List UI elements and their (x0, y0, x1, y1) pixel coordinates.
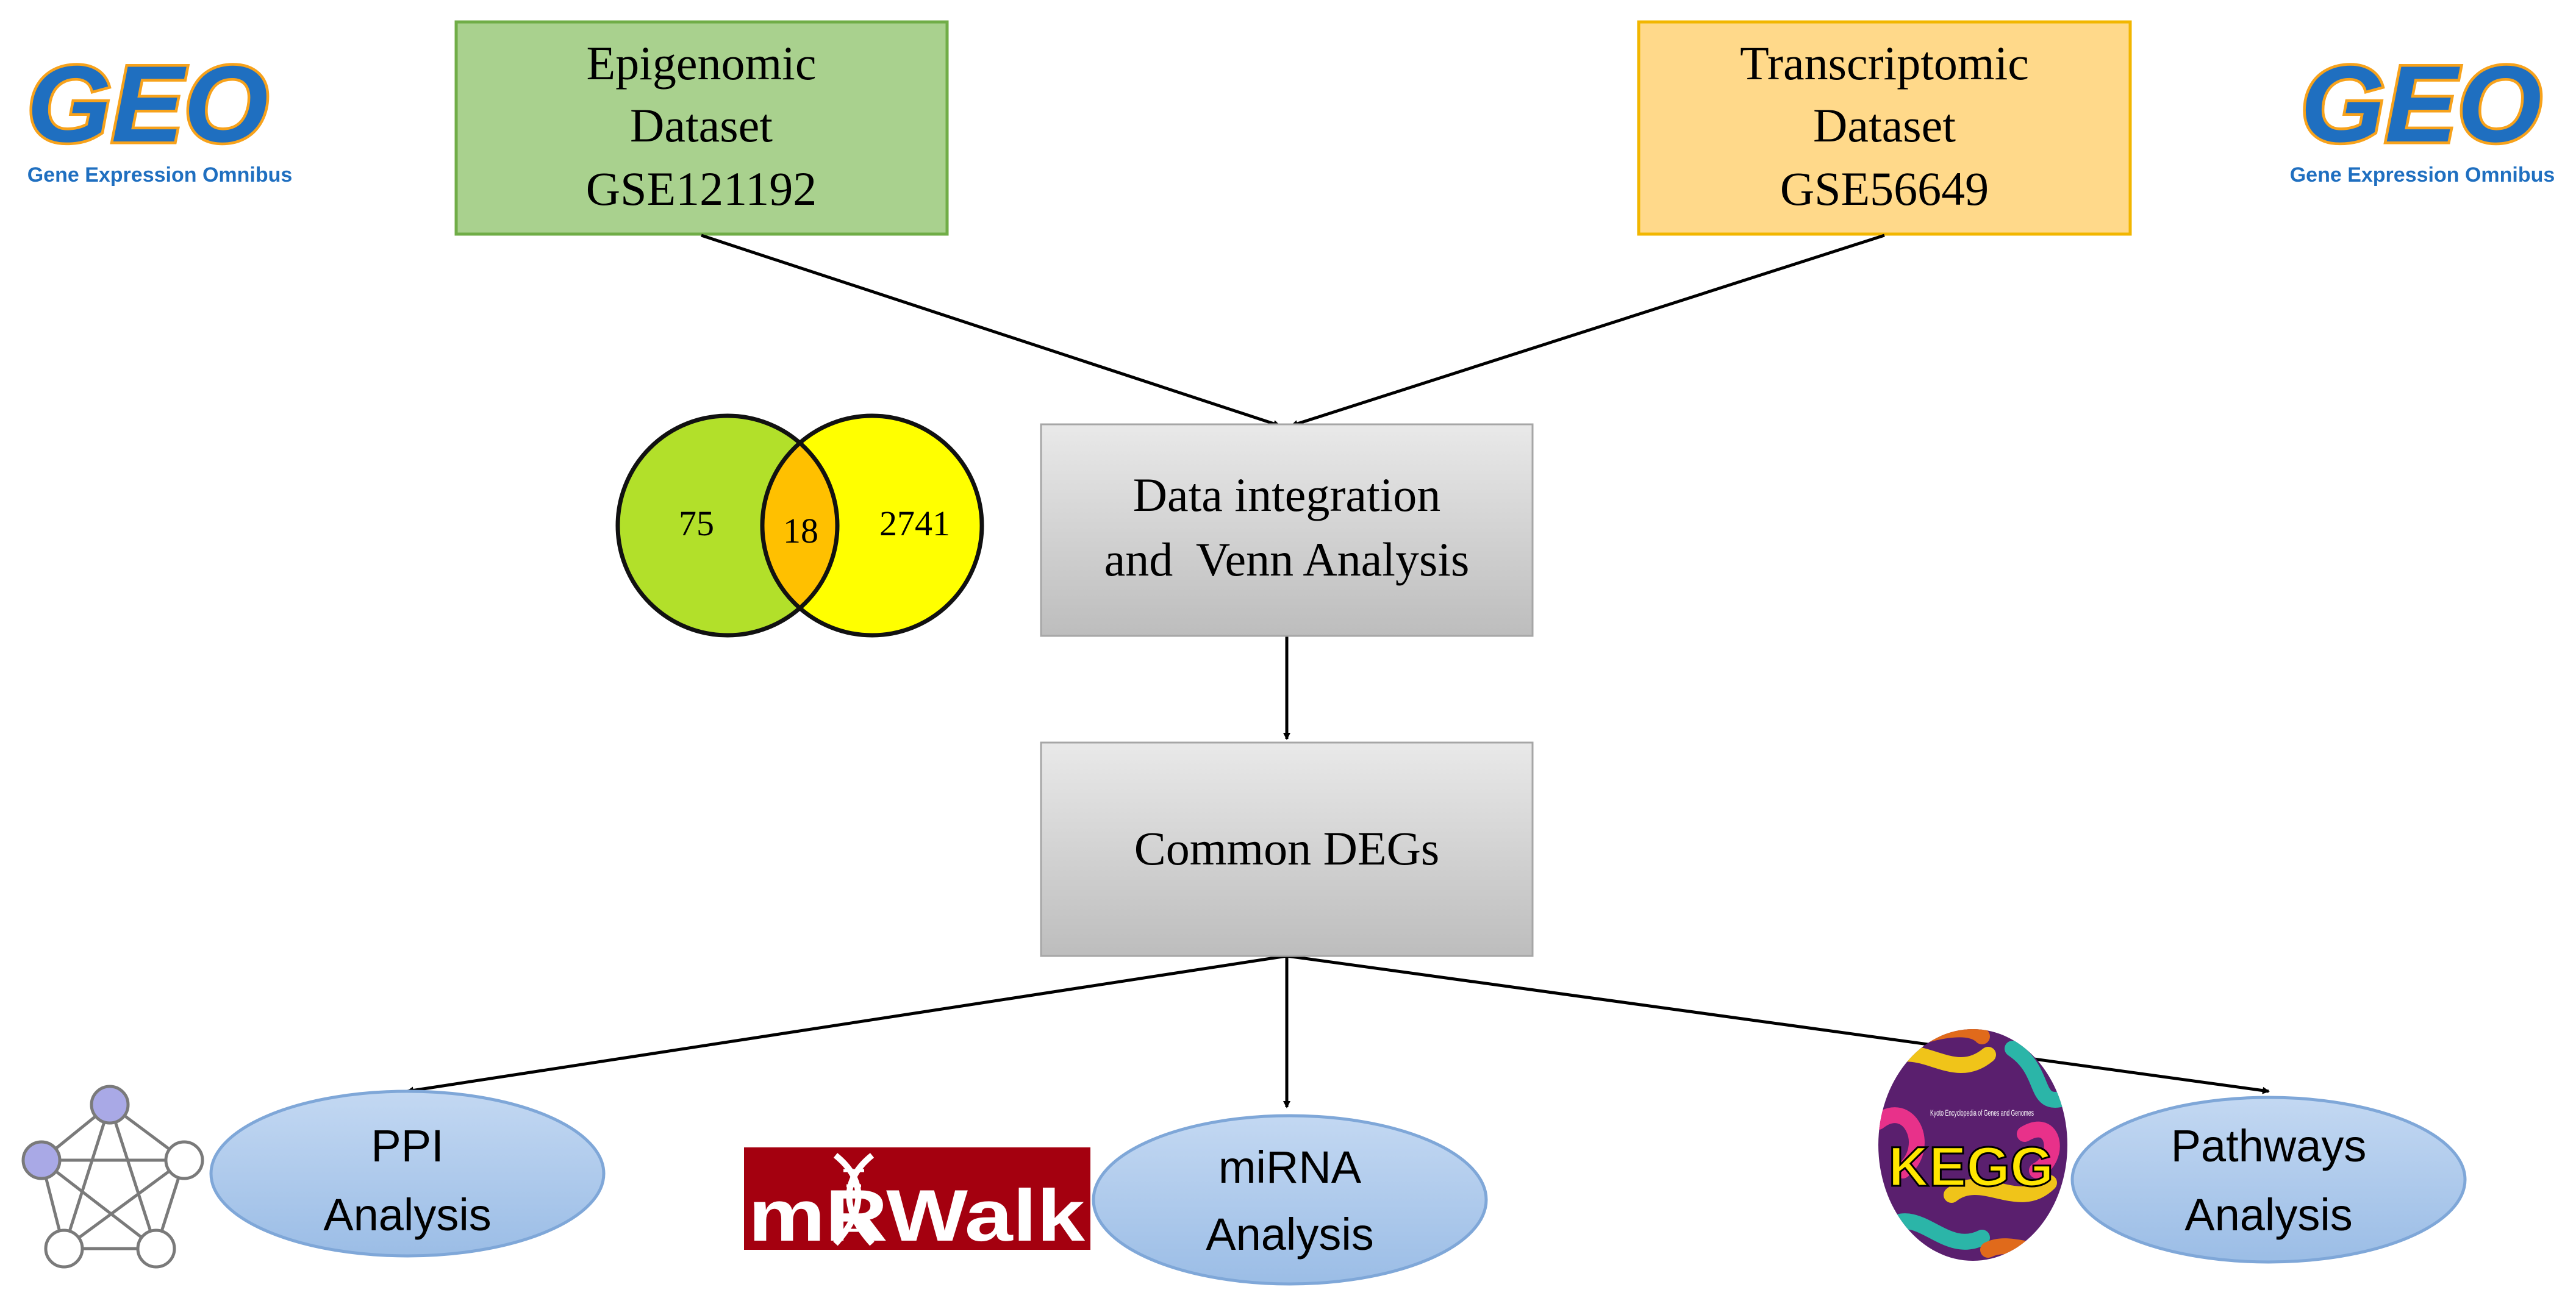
venn-count-epigenomic-only: 75 (679, 504, 714, 543)
epigenomic-label: Epigenomic (587, 37, 817, 90)
kegg-logo-subtitle: Kyoto Encyclopedia of Genes and Genomes (1930, 1108, 2034, 1118)
kegg-logo-mark: KEGG (1889, 1136, 2054, 1198)
data-integration-box: Data integration and Venn Analysis (1040, 423, 1534, 637)
mirna-analysis-node: miRNA Analysis (1092, 1114, 1488, 1286)
mirwalk-logo: mRWalk (744, 1147, 1090, 1257)
ppi-analysis-node: PPI Analysis (209, 1089, 606, 1258)
kegg-logo: KEGG Kyoto Encyclopedia of Genes and Gen… (1878, 1029, 2067, 1261)
network-icon (21, 1085, 204, 1269)
common-degs-label: Common DEGs (1134, 822, 1440, 875)
geo-logo-left: GEO Gene Expression Omnibus (24, 41, 293, 187)
epigenomic-dataset-box: Epigenomic Dataset GSE121192 (454, 20, 949, 236)
mirna-label: miRNA (1218, 1142, 1362, 1193)
arrow-transcriptomic-to-integration (1290, 234, 1885, 427)
mirwalk-logo-text: mRWalk (748, 1175, 1085, 1257)
ppi-analysis-label: Analysis (323, 1189, 492, 1240)
arrow-epigenomic-to-integration (701, 234, 1281, 427)
epigenomic-dataset-label: Dataset (630, 99, 773, 152)
geo-logo-right: GEO Gene Expression Omnibus (2290, 41, 2555, 187)
arrow-common-to-pathways (1286, 954, 2270, 1094)
arrow-common-to-ppi (406, 954, 1287, 1094)
pathways-analysis-label: Analysis (2184, 1189, 2353, 1240)
integration-label-line1: Data integration (1133, 468, 1441, 521)
ppi-label: PPI (371, 1121, 443, 1171)
epigenomic-accession: GSE121192 (586, 162, 817, 215)
venn-diagram: 75 18 2741 (615, 413, 984, 638)
geo-logo-mark: GEO (27, 43, 268, 165)
geo-logo-mark: GEO (2300, 43, 2542, 165)
venn-overlap (762, 416, 837, 635)
pathways-label: Pathways (2171, 1121, 2367, 1171)
transcriptomic-accession: GSE56649 (1780, 162, 1989, 215)
transcriptomic-dataset-box: Transcriptomic Dataset GSE56649 (1637, 20, 2132, 236)
geo-logo-caption: Gene Expression Omnibus (2290, 163, 2555, 187)
transcriptomic-label: Transcriptomic (1740, 37, 2029, 90)
common-degs-box: Common DEGs (1040, 741, 1534, 957)
venn-count-overlap: 18 (783, 511, 818, 551)
mirna-analysis-label: Analysis (1206, 1209, 1374, 1260)
geo-logo-caption: Gene Expression Omnibus (27, 163, 293, 187)
connector-arrows (406, 234, 2270, 1108)
venn-count-transcriptomic-only: 2741 (879, 504, 950, 543)
transcriptomic-dataset-label: Dataset (1813, 99, 1956, 152)
pathways-analysis-node: Pathways Analysis (2070, 1096, 2467, 1264)
integration-label-line2: and Venn Analysis (1104, 533, 1470, 586)
